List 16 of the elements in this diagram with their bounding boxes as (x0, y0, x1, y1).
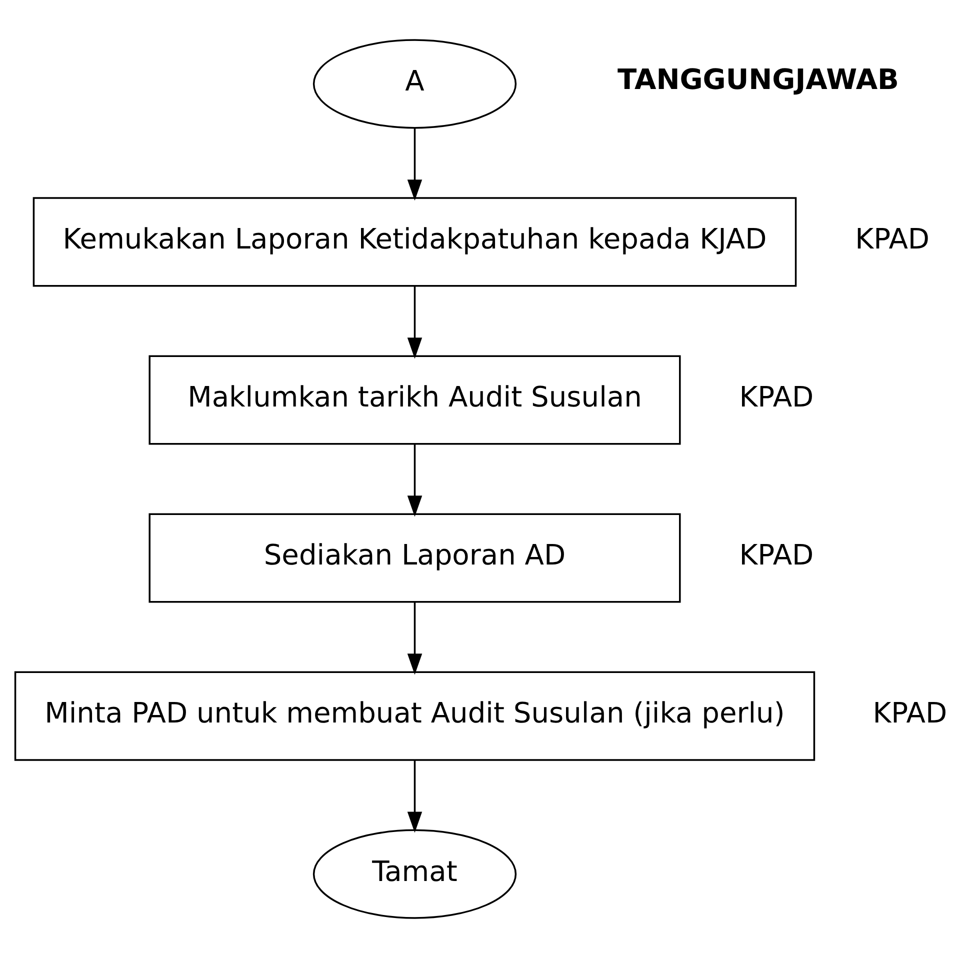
node-label: KPAD (855, 222, 930, 256)
node-box: Kemukakan Laporan Ketidakpatuhan kepada KJAD (32, 196, 797, 286)
node-label: KPAD (872, 696, 948, 730)
node-box: Sediakan Laporan AD (148, 512, 681, 602)
arrow (407, 285, 422, 358)
node-ellipse: A (312, 38, 517, 128)
arrow (407, 443, 422, 516)
label: TANGGUNGJAWAB (618, 62, 899, 96)
node-box: Minta PAD untuk membuat Audit Susulan (jika perlu) (14, 670, 816, 760)
node-ellipse: Tamat (312, 828, 517, 918)
node-box: Maklumkan tarikh Audit Susulan (148, 354, 681, 444)
arrow (407, 127, 422, 200)
node-label: KPAD (739, 380, 814, 414)
arrow (407, 602, 422, 674)
arrow (407, 760, 422, 832)
node-label: KPAD (739, 538, 814, 572)
